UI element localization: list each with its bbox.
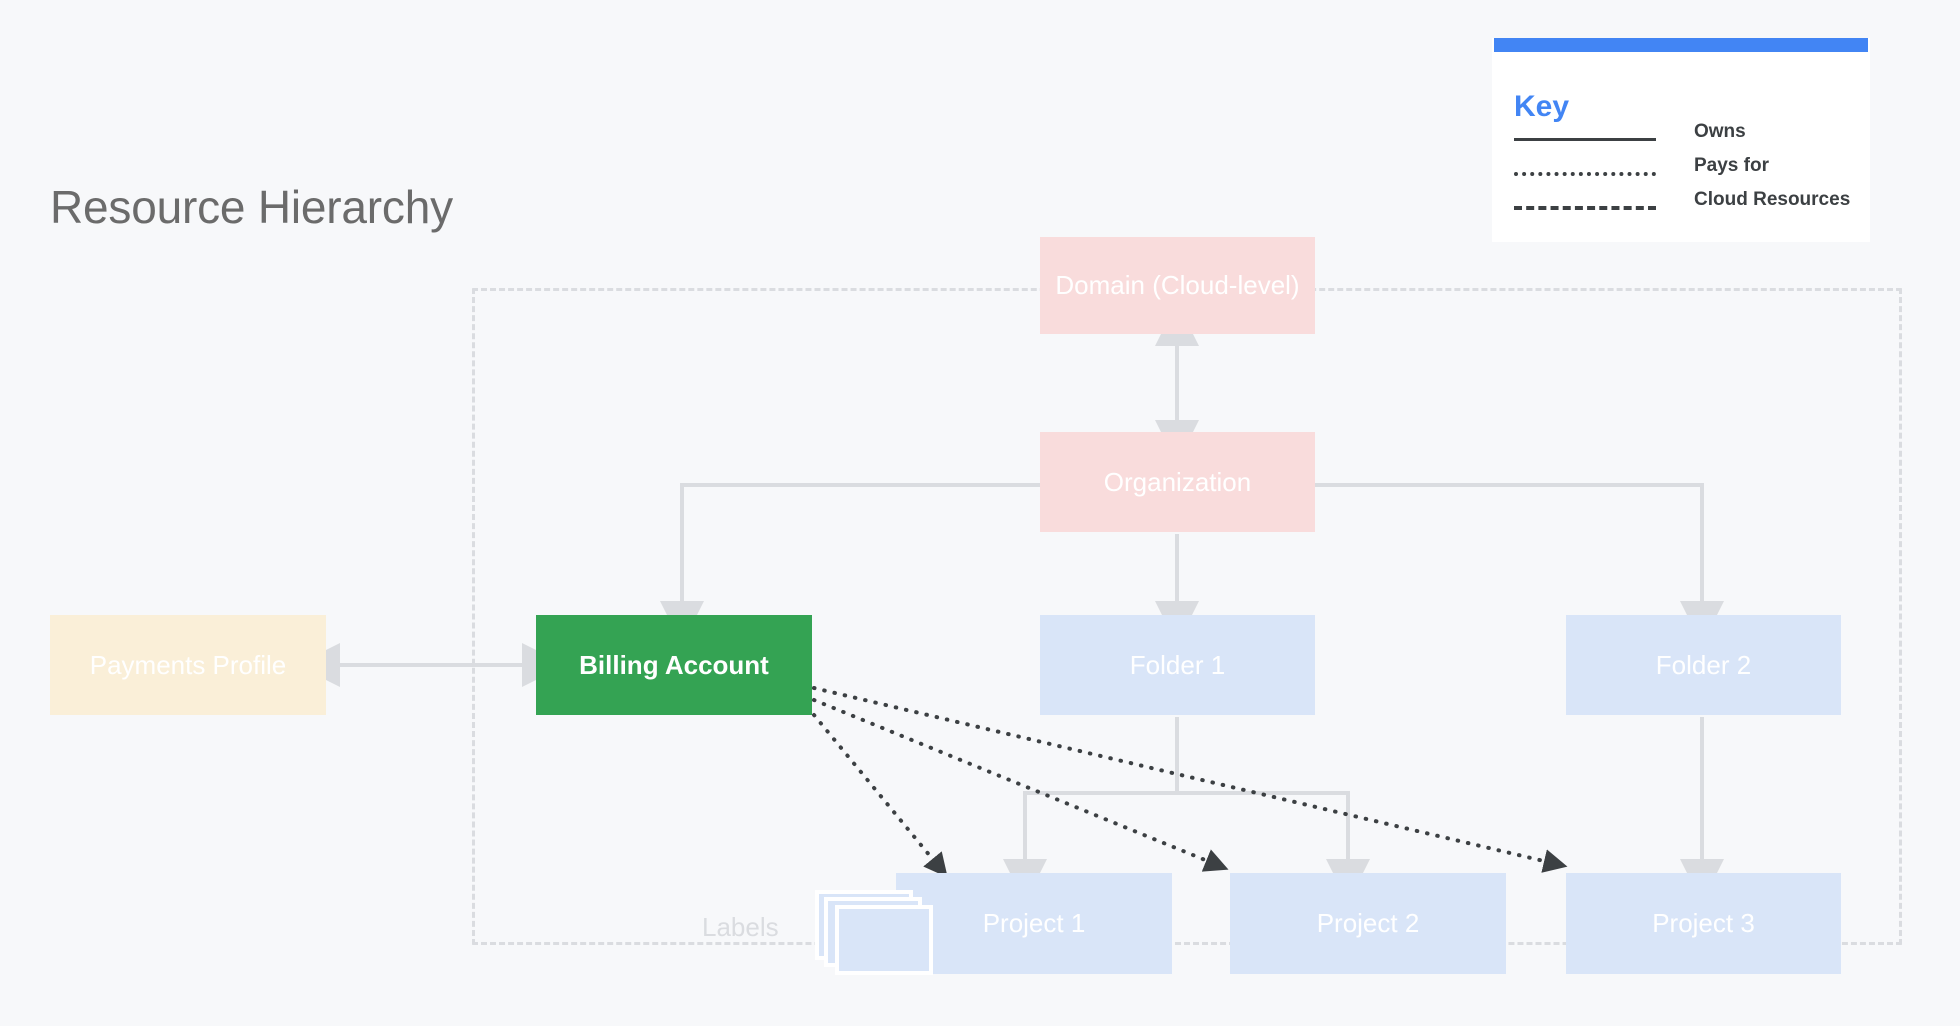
label-stack[interactable] [815, 890, 935, 975]
key-row-owns: Owns [1514, 122, 1850, 158]
dashed-line-sample [1514, 206, 1656, 210]
key-body: Key Owns Pays for Cloud Resources [1492, 52, 1870, 242]
node-project-3[interactable]: Project 3 [1566, 873, 1841, 974]
dotted-line-sample [1514, 172, 1656, 176]
key-legend-panel: Key Owns Pays for Cloud Resources [1492, 38, 1870, 242]
node-folder-1[interactable]: Folder 1 [1040, 615, 1315, 715]
node-billing-account[interactable]: Billing Account [536, 615, 812, 715]
node-project-2[interactable]: Project 2 [1230, 873, 1506, 974]
key-label-owns: Owns [1694, 121, 1746, 142]
node-payments-profile[interactable]: Payments Profile [50, 615, 326, 715]
labels-caption: Labels [702, 912, 779, 942]
key-row-cloud-resources: Cloud Resources [1514, 190, 1850, 226]
node-folder-2[interactable]: Folder 2 [1566, 615, 1841, 715]
node-domain[interactable]: Domain (Cloud-level) [1040, 237, 1315, 334]
key-row-pays-for: Pays for [1514, 156, 1850, 192]
node-project-1[interactable]: Project 1 [896, 873, 1172, 974]
label-card [835, 905, 933, 975]
node-organization[interactable]: Organization [1040, 432, 1315, 532]
key-accent-bar [1494, 38, 1868, 52]
key-title: Key [1514, 90, 1570, 123]
page-title: Resource Hierarchy [50, 181, 453, 233]
key-label-cloud-resources: Cloud Resources [1694, 189, 1851, 210]
solid-line-sample [1514, 138, 1656, 141]
key-label-pays-for: Pays for [1694, 155, 1769, 176]
